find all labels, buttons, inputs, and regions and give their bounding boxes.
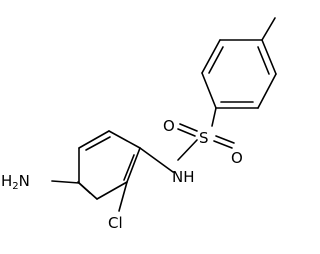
chemical-structure: H2N Cl NH S O O xyxy=(1,17,277,232)
atom-labels: H2N Cl NH S O O xyxy=(1,117,243,232)
bond xyxy=(201,39,221,74)
bond xyxy=(201,72,217,109)
amine-label: H2N xyxy=(1,172,30,192)
bond xyxy=(123,154,135,181)
oxygen-lower-label: O xyxy=(231,149,243,167)
bond xyxy=(78,130,110,149)
bond xyxy=(177,128,196,137)
sulfonamide-nh-label: NH xyxy=(172,168,195,186)
bond xyxy=(108,130,141,149)
bond xyxy=(215,135,235,144)
bond xyxy=(77,181,91,194)
bond xyxy=(211,107,217,127)
bond xyxy=(261,39,277,75)
bond xyxy=(51,180,80,184)
chloro-label: Cl xyxy=(108,214,123,232)
bond xyxy=(257,73,277,109)
bonds xyxy=(51,17,277,212)
bond xyxy=(96,181,128,200)
bond xyxy=(208,46,224,74)
bond xyxy=(213,140,233,149)
bond xyxy=(257,46,270,75)
sulfur-label: S xyxy=(199,129,209,147)
bond xyxy=(85,136,111,151)
bond xyxy=(177,139,198,161)
bond xyxy=(118,181,128,212)
oxygen-upper-label: O xyxy=(163,117,175,135)
bond xyxy=(139,147,174,173)
bond xyxy=(179,123,198,132)
bond xyxy=(261,17,276,41)
bond xyxy=(126,147,141,183)
